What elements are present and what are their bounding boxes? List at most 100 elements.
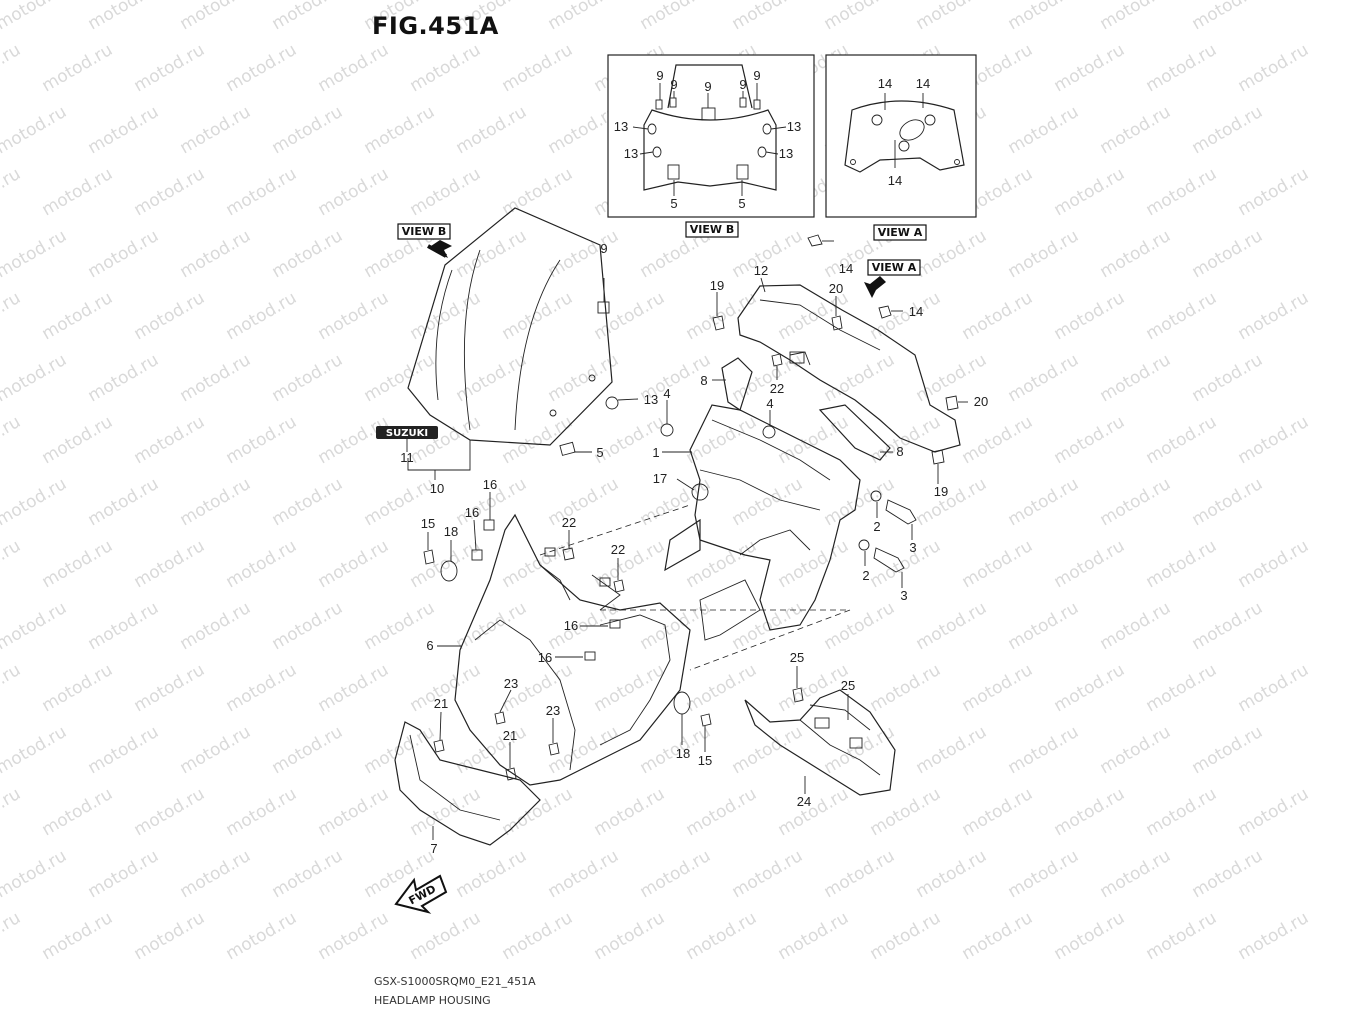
watermark-text: motod.ru xyxy=(775,536,853,592)
callout-8: 8 xyxy=(700,373,707,388)
callout-6: 6 xyxy=(426,638,433,653)
watermark-text: motod.ru xyxy=(1005,350,1083,406)
part-nuts-4 xyxy=(660,400,776,439)
watermark-text: motod.ru xyxy=(0,412,24,468)
watermark-text: motod.ru xyxy=(1235,908,1313,964)
watermark-text: motod.ru xyxy=(1005,474,1083,530)
watermark-text: motod.ru xyxy=(1235,660,1313,716)
watermark-text: motod.ru xyxy=(1005,598,1083,654)
callout-3: 3 xyxy=(909,540,916,555)
watermark-text: motod.ru xyxy=(591,784,669,840)
callout-2: 2 xyxy=(862,568,869,583)
svg-text:VIEW B: VIEW B xyxy=(402,225,446,238)
guide-lines xyxy=(539,504,851,671)
watermark-text: motod.ru xyxy=(1005,846,1083,902)
watermark-text: motod.ru xyxy=(131,164,209,220)
callout-1: 1 xyxy=(652,445,659,460)
part-grommets-lower xyxy=(673,691,712,752)
view-arrows xyxy=(427,240,886,298)
watermark-text: motod.ru xyxy=(223,288,301,344)
watermark-text: motod.ru xyxy=(453,722,531,778)
watermark-text: motod.ru xyxy=(1005,102,1083,158)
watermark-text: motod.ru xyxy=(0,784,24,840)
watermark-text: motod.ru xyxy=(499,288,577,344)
watermark-text: motod.ru xyxy=(177,846,255,902)
watermark-text: motod.ru xyxy=(85,598,163,654)
callout-4: 4 xyxy=(663,386,670,401)
watermark-text: motod.ru xyxy=(0,226,70,282)
watermark-text: motod.ru xyxy=(499,40,577,96)
watermark-text: motod.ru xyxy=(177,102,255,158)
watermark-text: motod.ru xyxy=(821,722,899,778)
watermark-text: motod.ru xyxy=(959,784,1037,840)
callout-20: 20 xyxy=(829,281,843,296)
watermark-text: motod.ru xyxy=(1005,226,1083,282)
watermark-text: motod.ru xyxy=(39,536,117,592)
callout-19: 19 xyxy=(710,278,724,293)
watermark-text: motod.ru xyxy=(821,846,899,902)
callout-11: 11 xyxy=(400,450,414,465)
view-a-label-main: VIEW A xyxy=(867,259,921,276)
watermark-text: motod.ru xyxy=(959,412,1037,468)
watermark-text: motod.ru xyxy=(0,908,24,964)
watermark-text: motod.ru xyxy=(39,784,117,840)
callout-13: 13 xyxy=(614,119,628,134)
callout-16: 16 xyxy=(538,650,552,665)
watermark-text: motod.ru xyxy=(0,40,24,96)
watermark-text: motod.ru xyxy=(407,784,485,840)
svg-text:VIEW A: VIEW A xyxy=(878,226,923,239)
callout-16: 16 xyxy=(483,477,497,492)
callout-25: 25 xyxy=(841,678,855,693)
callout-23: 23 xyxy=(504,676,518,691)
watermark-text: motod.ru xyxy=(545,846,623,902)
watermark-text: motod.ru xyxy=(1235,784,1313,840)
watermark-text: motod.ru xyxy=(1189,350,1267,406)
callout-12: 12 xyxy=(754,263,768,278)
svg-text:VIEW A: VIEW A xyxy=(872,261,917,274)
watermark-text: motod.ru xyxy=(1097,598,1175,654)
watermark-text: motod.ru xyxy=(223,164,301,220)
suzuki-emblem: SUZUKI xyxy=(376,426,438,452)
watermark-text: motod.ru xyxy=(0,102,70,158)
watermark-text: motod.ru xyxy=(1097,474,1175,530)
part-headlamp-housing xyxy=(437,513,691,786)
watermark-text: motod.ru xyxy=(407,536,485,592)
watermark-text: motod.ru xyxy=(959,660,1037,716)
watermark-text: motod.ru xyxy=(223,784,301,840)
callout-14: 14 xyxy=(839,261,853,276)
callout-13: 13 xyxy=(779,146,793,161)
svg-text:VIEW B: VIEW B xyxy=(690,223,734,236)
watermark-text: motod.ru xyxy=(499,908,577,964)
watermark-text: motod.ru xyxy=(1143,908,1221,964)
watermark-text: motod.ru xyxy=(1189,0,1267,34)
watermark-text: motod.ru xyxy=(177,474,255,530)
watermark-text: motod.ru xyxy=(269,102,347,158)
watermark-text: motod.ru xyxy=(1097,0,1175,34)
diagram-code: GSX-S1000SRQM0_E21_451A xyxy=(374,975,536,988)
watermark-text: motod.ru xyxy=(1143,412,1221,468)
watermark-text: motod.ru xyxy=(1143,288,1221,344)
watermark-text: motod.ru xyxy=(177,598,255,654)
callout-15: 15 xyxy=(421,516,435,531)
watermark-text: motod.ru xyxy=(39,288,117,344)
watermark-text: motod.ru xyxy=(131,288,209,344)
watermark-text: motod.ru xyxy=(453,102,531,158)
watermark-text: motod.ru xyxy=(1097,846,1175,902)
watermark-text: motod.ru xyxy=(407,908,485,964)
callout-7: 7 xyxy=(430,841,437,856)
watermark-text: motod.ru xyxy=(85,0,163,34)
watermark-text: motod.ru xyxy=(269,722,347,778)
suzuki-logo-text: SUZUKI xyxy=(386,428,428,439)
callout-21: 21 xyxy=(434,696,448,711)
watermark-text: motod.ru xyxy=(1143,660,1221,716)
watermark-text: motod.ru xyxy=(315,908,393,964)
watermark-text: motod.ru xyxy=(913,474,991,530)
watermark-text: motod.ru xyxy=(223,660,301,716)
inset-view-b xyxy=(607,54,815,218)
watermark-text: motod.ru xyxy=(821,0,899,34)
watermark-text: motod.ru xyxy=(1097,350,1175,406)
watermark-text: motod.ru xyxy=(591,908,669,964)
watermark-text: motod.ru xyxy=(729,0,807,34)
watermark-text: motod.ru xyxy=(1143,40,1221,96)
